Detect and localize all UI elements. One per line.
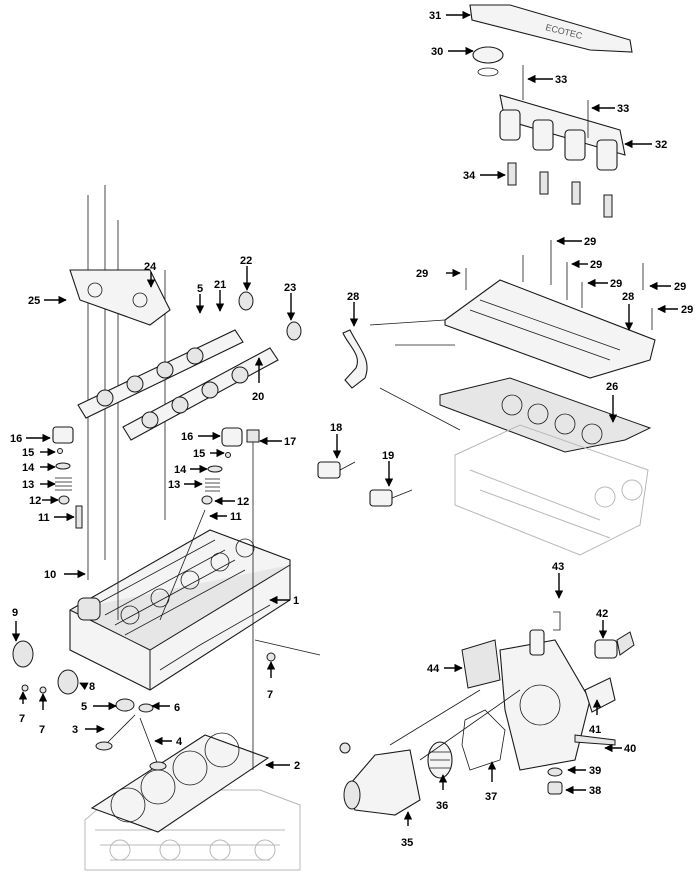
- valve-train-centre: [159, 427, 243, 621]
- callout-label: 11: [230, 511, 242, 523]
- callout-label: 33: [555, 74, 567, 86]
- engine-cover: ECOTEC: [469, 4, 633, 53]
- temperature-sensor: [594, 631, 635, 659]
- callout-label: 36: [436, 800, 448, 812]
- spark-plugs: [507, 162, 613, 218]
- cylinder-head-ghost: [454, 424, 649, 556]
- callout-label: 13: [22, 479, 34, 491]
- callout-label: 14: [174, 464, 187, 476]
- callout-label: 10: [44, 569, 56, 581]
- callout-label: 6: [174, 702, 180, 714]
- callout-label: 13: [168, 479, 180, 491]
- callout-label: 16: [10, 433, 22, 445]
- callout-label: 1: [293, 595, 299, 607]
- callout-label: 15: [22, 447, 34, 459]
- callout-label: 15: [193, 448, 205, 460]
- oil-filler-cap: [472, 46, 504, 77]
- camshaft-cover: [444, 240, 656, 379]
- callout-label: 8: [89, 681, 95, 693]
- callout-label: 37: [485, 791, 497, 803]
- callout-label: 44: [427, 663, 440, 675]
- callout-label: 34: [463, 170, 476, 182]
- callout-label: 24: [144, 261, 157, 273]
- callout-label: 25: [28, 295, 40, 307]
- callout-label: 29: [610, 278, 622, 290]
- callout-label: 32: [655, 139, 667, 151]
- callout-label: 29: [681, 304, 693, 316]
- callout-label: 9: [12, 607, 18, 619]
- callout-label: 21: [214, 279, 226, 291]
- callout-label: 4: [176, 736, 183, 748]
- ignition-coil-pack: [499, 65, 626, 171]
- callout-label: 26: [606, 381, 618, 393]
- callout-label: 18: [330, 422, 342, 434]
- callout-label: 12: [29, 495, 41, 507]
- callout-label: 31: [429, 10, 441, 22]
- callout-label: 29: [416, 268, 428, 280]
- callout-label: 41: [589, 724, 601, 736]
- callout-label: 28: [622, 291, 634, 303]
- callouts: 25 24 5 21 22 23 28 20 16 15 14 13 12 11…: [10, 10, 693, 849]
- callout-label: 17: [284, 436, 296, 448]
- callout-label: 3: [72, 724, 78, 736]
- callout-label: 30: [431, 46, 443, 58]
- water-outlet: [339, 742, 421, 816]
- callout-label: 2: [294, 760, 300, 772]
- sensors: [317, 461, 413, 507]
- callout-label: 38: [589, 785, 601, 797]
- callout-label: 20: [252, 391, 264, 403]
- callout-label: 14: [22, 462, 35, 474]
- callout-label: 7: [19, 713, 25, 725]
- callout-label: 12: [237, 496, 249, 508]
- cylinder-head: [69, 529, 291, 691]
- callout-label: 19: [382, 450, 394, 462]
- camshaft-bearing-cap: [69, 269, 171, 326]
- callout-label: 40: [624, 743, 636, 755]
- callout-label: 35: [401, 837, 413, 849]
- callout-label: 29: [584, 236, 596, 248]
- thermostat-housing: [499, 629, 591, 771]
- seals-and-valves: [12, 640, 276, 771]
- callout-label: 42: [596, 608, 608, 620]
- callout-label: 33: [617, 103, 629, 115]
- camshafts: [77, 291, 302, 441]
- thermostat: [427, 741, 453, 779]
- callout-label: 5: [81, 701, 87, 713]
- housing-clip-and-plug: [547, 611, 616, 795]
- callout-label: 22: [240, 255, 252, 267]
- leader-lines: [369, 319, 521, 761]
- callout-label: 7: [39, 724, 45, 736]
- callout-label: 29: [674, 281, 686, 293]
- callout-label: 28: [347, 291, 359, 303]
- callout-label: 39: [589, 765, 601, 777]
- housing-gaskets: [461, 639, 506, 771]
- callout-label: 29: [590, 259, 602, 271]
- camshaft-cover-gasket: [439, 377, 652, 453]
- callout-label: 43: [552, 561, 564, 573]
- valve-train-left: [52, 426, 83, 529]
- callout-label: 7: [267, 689, 273, 701]
- breather-hose: [342, 329, 368, 389]
- callout-label: 16: [181, 431, 193, 443]
- callout-label: 5: [197, 283, 203, 295]
- callout-label: 23: [284, 282, 296, 294]
- callout-label: 11: [38, 512, 50, 524]
